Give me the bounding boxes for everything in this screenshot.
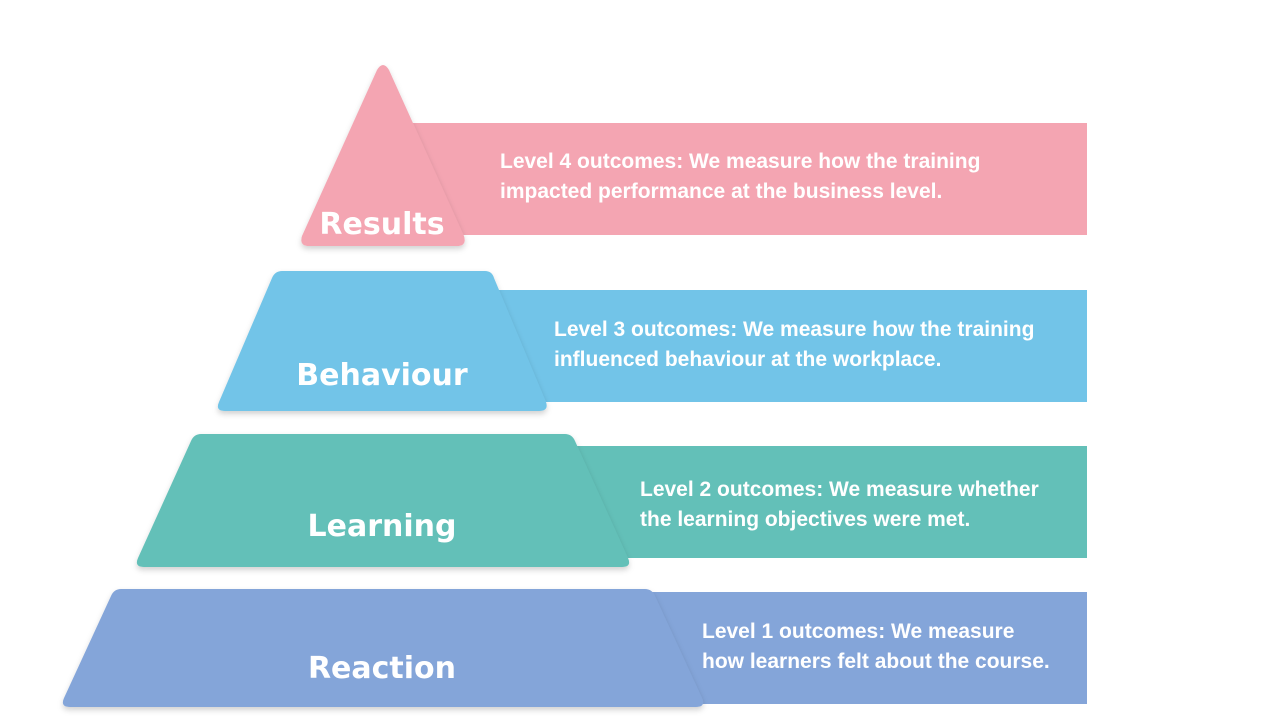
behaviour-description-line-1: Level 3 outcomes: We measure how the tra…: [554, 318, 1035, 341]
results-description: Level 4 outcomes: We measure how the tra…: [500, 147, 980, 207]
results-band: [410, 123, 1087, 235]
results-label: Results: [319, 207, 444, 242]
behaviour-description-line-2: influenced behaviour at the workplace.: [554, 348, 942, 371]
learning-description-line-2: the learning objectives were met.: [640, 508, 971, 531]
reaction-label: Reaction: [308, 651, 456, 686]
reaction-band: [652, 592, 1087, 704]
reaction-tier: [62, 589, 704, 707]
results-tier: [301, 65, 465, 246]
learning-label: Learning: [308, 509, 457, 544]
reaction-description-line-1: Level 1 outcomes: We measure: [702, 620, 1015, 643]
learning-band: [575, 446, 1087, 558]
learning-description: Level 2 outcomes: We measure whether the…: [640, 475, 1039, 535]
learning-tier: [136, 434, 630, 567]
learning-description-line-1: Level 2 outcomes: We measure whether: [640, 478, 1039, 501]
behaviour-description: Level 3 outcomes: We measure how the tra…: [554, 315, 1034, 375]
behaviour-band: [495, 290, 1087, 402]
reaction-description-line-2: how learners felt about the course.: [702, 650, 1050, 673]
behaviour-tier: [217, 271, 547, 411]
reaction-description: Level 1 outcomes: We measure how learner…: [702, 617, 1050, 677]
results-description-line-1: Level 4 outcomes: We measure how the tra…: [500, 150, 981, 173]
behaviour-label: Behaviour: [296, 358, 468, 393]
results-description-line-2: impacted performance at the business lev…: [500, 180, 943, 203]
